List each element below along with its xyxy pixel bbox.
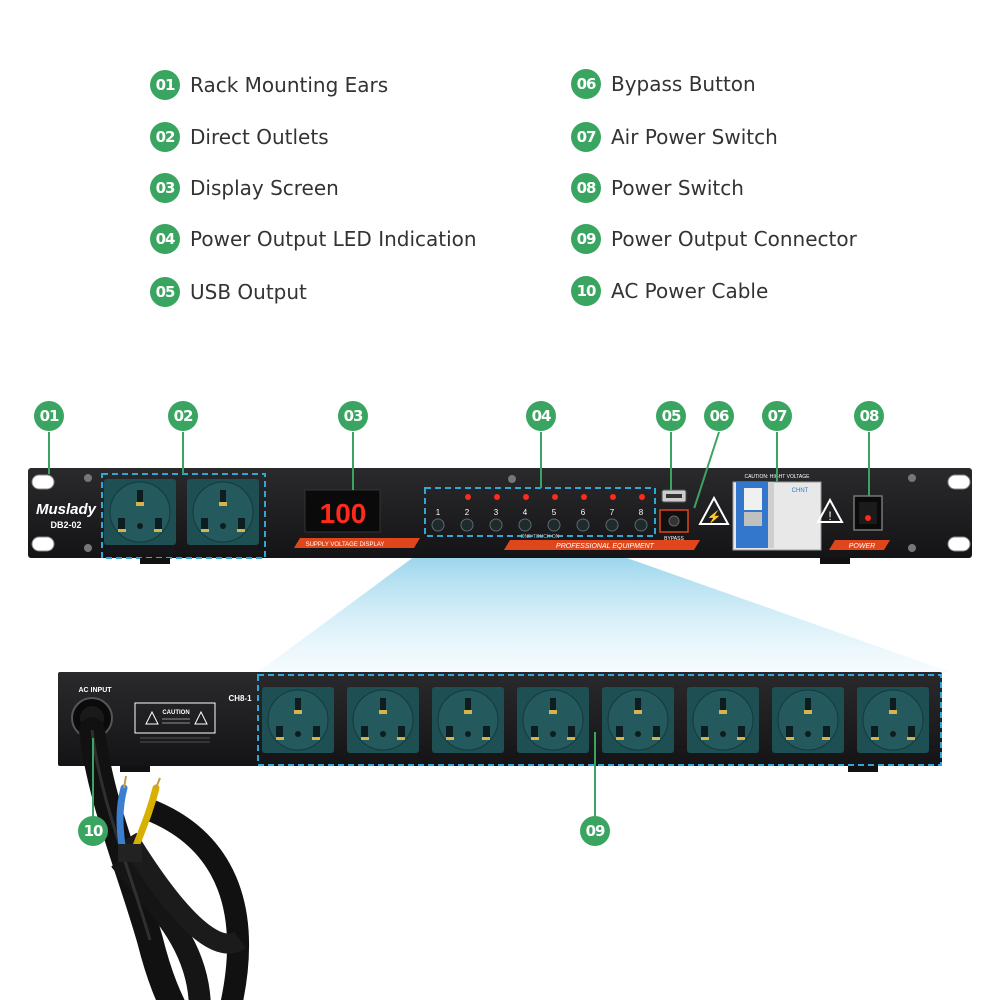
- callout-04: 04: [526, 401, 556, 431]
- legend-label: Power Output LED Indication: [190, 227, 477, 251]
- legend-label: Bypass Button: [611, 72, 756, 96]
- legend-label: Air Power Switch: [611, 125, 778, 149]
- legend-badge: 05: [150, 277, 180, 307]
- rear-outlet-8: [856, 686, 930, 754]
- warning-triangle-icon: [698, 495, 730, 525]
- svg-text:!: !: [828, 509, 831, 523]
- channel-led-3: [523, 494, 529, 500]
- model-label: DB2-02: [50, 520, 81, 530]
- rear-outlet-6: [686, 686, 760, 754]
- channel-button-2[interactable]: [460, 518, 474, 532]
- callout-01: 01: [34, 401, 64, 431]
- power-label: POWER: [849, 543, 875, 550]
- channel-number-1: 1: [436, 508, 441, 517]
- callout-10: 10: [78, 816, 108, 846]
- channel-led-2: [494, 494, 500, 500]
- channel-button-1[interactable]: [431, 518, 445, 532]
- ac-input-label: AC INPUT: [78, 687, 112, 694]
- direct-outlets-highlight: [101, 473, 266, 559]
- breaker-brand: CHNT: [792, 488, 809, 494]
- legend-item-3: 03 Display Screen: [150, 171, 339, 205]
- display-value: 100: [320, 498, 367, 529]
- legend-item-4: 04 Power Output LED Indication: [150, 222, 477, 256]
- channel-led-5: [581, 494, 587, 500]
- legend-badge: 06: [571, 69, 601, 99]
- display-caption: SUPPLY VOLTAGE DISPLAY: [306, 542, 385, 548]
- bypass-label: BYPASS: [664, 536, 684, 542]
- legend-badge: 01: [150, 70, 180, 100]
- channel-button-5[interactable]: [547, 518, 561, 532]
- legend-item-9: 09 Power Output Connector: [571, 222, 857, 256]
- channel-led-1: [465, 494, 471, 500]
- rear-outlet-4: [516, 686, 590, 754]
- legend-item-8: 08 Power Switch: [571, 171, 744, 205]
- rear-outlet-2: [346, 686, 420, 754]
- led-indication-highlight: [424, 487, 656, 537]
- callout-06: 06: [704, 401, 734, 431]
- legend-label: AC Power Cable: [611, 279, 769, 303]
- legend-item-5: 05 USB Output: [150, 275, 307, 309]
- channel-number-4: 4: [523, 508, 528, 517]
- rear-outlet-5: [601, 686, 675, 754]
- rear-panel: AC INPUT CAUTION CH8-1: [58, 672, 942, 772]
- front-panel: Muslady DB2-02 100 SUPPLY VOLTAGE DISPLA…: [28, 468, 972, 564]
- callout-05: 05: [656, 401, 686, 431]
- output-connector-highlight: [257, 674, 942, 766]
- legend-label: Direct Outlets: [190, 125, 329, 149]
- legend-item-10: 10 AC Power Cable: [571, 274, 768, 308]
- svg-text:⚡: ⚡: [707, 510, 722, 524]
- callout-08: 08: [854, 401, 884, 431]
- channel-button-8[interactable]: [634, 518, 648, 532]
- one-touch-label: ONE TOUCH ON: [521, 534, 560, 540]
- channel-led-6: [610, 494, 616, 500]
- highlight-beam: [258, 545, 950, 672]
- channel-button-4[interactable]: [518, 518, 532, 532]
- professional-label: PROFESSIONAL EQUIPMENT: [556, 543, 655, 550]
- legend-label: Power Output Connector: [611, 227, 857, 251]
- legend-item-2: 02 Direct Outlets: [150, 120, 329, 154]
- legend-badge: 10: [571, 276, 601, 306]
- channel-label: CH8-1: [228, 694, 252, 703]
- brand-label: Muslady: [36, 501, 97, 518]
- channel-number-8: 8: [639, 508, 644, 517]
- channel-led-4: [552, 494, 558, 500]
- callout-03: 03: [338, 401, 368, 431]
- rear-caution-title: CAUTION: [162, 710, 189, 716]
- legend-badge: 08: [571, 173, 601, 203]
- channel-button-3[interactable]: [489, 518, 503, 532]
- legend-badge: 04: [150, 224, 180, 254]
- ac-power-cable: [79, 717, 250, 1000]
- legend-label: USB Output: [190, 280, 307, 304]
- callout-02: 02: [168, 401, 198, 431]
- channel-button-7[interactable]: [605, 518, 619, 532]
- channel-button-6[interactable]: [576, 518, 590, 532]
- channel-led-7: [639, 494, 645, 500]
- channel-number-2: 2: [465, 508, 470, 517]
- legend-label: Display Screen: [190, 176, 339, 200]
- channel-number-6: 6: [581, 508, 586, 517]
- legend-badge: 07: [571, 122, 601, 152]
- channel-number-7: 7: [610, 508, 615, 517]
- legend-badge: 02: [150, 122, 180, 152]
- legend-badge: 09: [571, 224, 601, 254]
- rear-outlet-3: [431, 686, 505, 754]
- legend-badge: 03: [150, 173, 180, 203]
- legend-item-7: 07 Air Power Switch: [571, 120, 778, 154]
- rear-caution-label: [134, 702, 216, 734]
- callout-09: 09: [580, 816, 610, 846]
- voltage-display: [304, 489, 381, 533]
- legend-item-1: 01 Rack Mounting Ears: [150, 68, 388, 102]
- legend-item-6: 06 Bypass Button: [571, 67, 756, 101]
- rear-outlet-7: [771, 686, 845, 754]
- legend-label: Power Switch: [611, 176, 744, 200]
- legend-label: Rack Mounting Ears: [190, 73, 389, 97]
- callout-07: 07: [762, 401, 792, 431]
- caution-triangle-icon: [816, 497, 844, 523]
- rear-outlet-1: [261, 686, 335, 754]
- channel-number-3: 3: [494, 508, 499, 517]
- channel-indicators: 1 2 3 4 5 6 7 8: [431, 494, 674, 532]
- channel-number-5: 5: [552, 508, 557, 517]
